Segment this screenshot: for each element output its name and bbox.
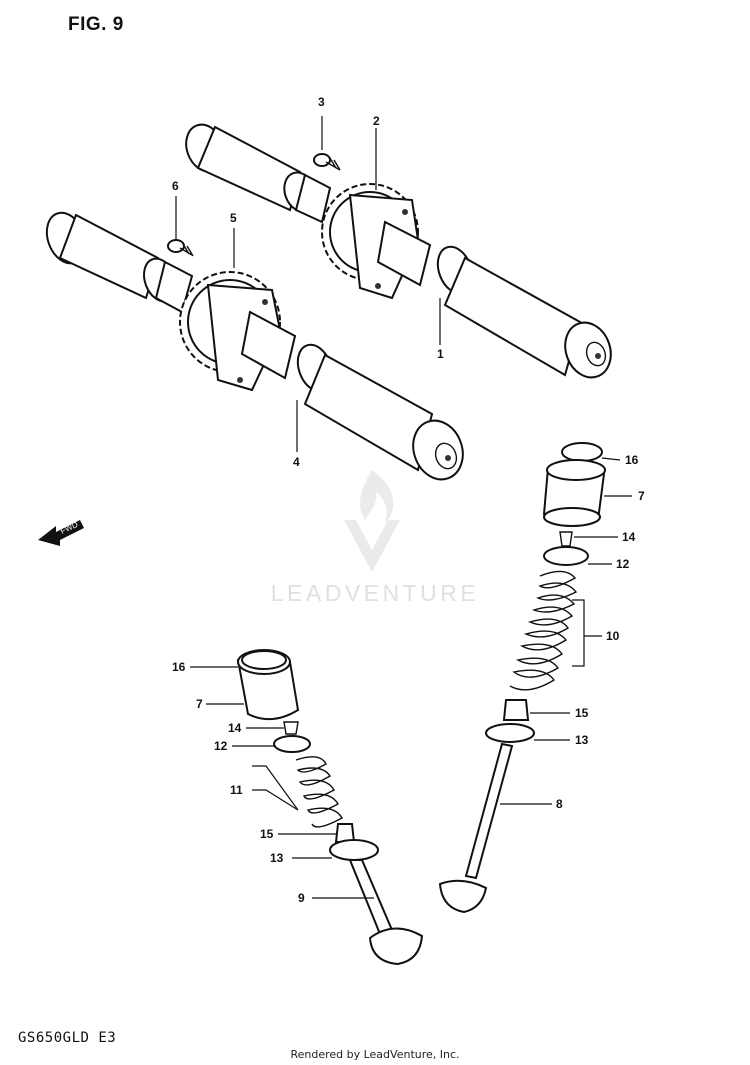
- callout-16-left: 16: [172, 660, 186, 674]
- sprocket-bolt-6: [167, 239, 194, 257]
- valve-cotter-14-right: [559, 531, 573, 547]
- spring-seat-13-left: [329, 839, 379, 861]
- intake-valve-9: [348, 859, 424, 966]
- valve-stem-seal-15-right: [502, 699, 530, 721]
- callout-14-left: 14: [228, 721, 242, 735]
- callout-13-right: 13: [575, 733, 589, 747]
- valve-tappet-7-right: [542, 459, 606, 527]
- callout-7-right: 7: [638, 489, 645, 503]
- callout-labels: 3 2 1 4 5 6 16 7 14 12 10 15 13 8 16 7 1…: [172, 95, 645, 905]
- callout-8: 8: [556, 797, 563, 811]
- valve-cotter-14-left: [283, 721, 299, 735]
- valve-shim-16-right: [561, 442, 603, 462]
- watermark-text: LEADVENTURE: [270, 580, 480, 606]
- callout-14-right: 14: [622, 530, 636, 544]
- exhaust-valve-8: [438, 742, 514, 914]
- callout-6: 6: [172, 179, 179, 193]
- callout-15-left: 15: [260, 827, 274, 841]
- callout-9: 9: [298, 891, 305, 905]
- camshaft-lower: [45, 211, 464, 481]
- valve-spring-11: [295, 756, 343, 828]
- leader-lines: [175, 116, 632, 899]
- callout-5: 5: [230, 211, 237, 225]
- callout-7-left: 7: [196, 697, 203, 711]
- valve-spring-10: [509, 570, 578, 691]
- callout-11: 11: [230, 783, 243, 797]
- valve-assembly-left: [236, 649, 424, 966]
- camshaft-upper: [185, 123, 612, 379]
- figure-title: FIG. 9: [68, 14, 124, 35]
- valve-assembly-right: [438, 442, 606, 914]
- watermark-logo: [344, 470, 400, 572]
- valve-shim-16-left: [241, 650, 287, 670]
- callout-10: 10: [606, 629, 620, 643]
- forward-direction-marker: FWD: [38, 520, 84, 546]
- callout-4: 4: [293, 455, 300, 469]
- model-code: GS650GLD E3: [18, 1030, 117, 1046]
- spring-seat-13-right: [485, 723, 535, 743]
- callout-12-right: 12: [616, 557, 630, 571]
- callout-13-left: 13: [270, 851, 284, 865]
- spring-retainer-12-left: [273, 735, 311, 753]
- callout-2: 2: [373, 114, 380, 128]
- spring-retainer-12-right: [543, 546, 589, 566]
- callout-12-left: 12: [214, 739, 228, 753]
- callout-1: 1: [437, 347, 444, 361]
- render-credit: Rendered by LeadVenture, Inc.: [290, 1048, 460, 1061]
- callout-3: 3: [318, 95, 325, 109]
- callout-16-right: 16: [625, 453, 639, 467]
- callout-15-right: 15: [575, 706, 589, 720]
- sprocket-bolt-3: [313, 153, 341, 171]
